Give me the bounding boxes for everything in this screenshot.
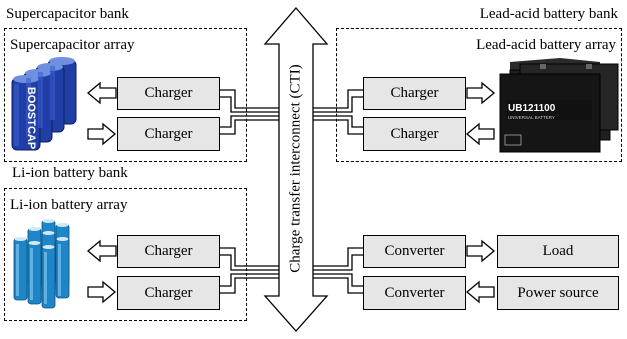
right-connectors <box>313 89 363 294</box>
charger-label: Charger <box>390 125 439 142</box>
charger-label: Charger <box>390 85 439 101</box>
cti-label: Charge transfer interconnect (CTI) <box>287 64 304 273</box>
supercapacitor-bank-title: Supercapacitor bank <box>6 6 129 22</box>
converter-load: Converter <box>363 235 466 268</box>
supercapacitor-bank-frame <box>4 28 247 162</box>
li-ion-bank-title: Li-ion battery bank <box>12 165 128 181</box>
charger-label: Charger <box>144 125 193 142</box>
charger-label: Charger <box>144 284 193 301</box>
converter-source: Converter <box>363 276 466 310</box>
power-source-box: Power source <box>497 276 619 310</box>
converter-label: Converter <box>384 284 445 301</box>
leadacid-charger-2: Charger <box>363 117 466 151</box>
lead-acid-bank-title: Lead-acid battery bank <box>479 6 618 22</box>
liion-charger-1: Charger <box>117 235 220 268</box>
charger-label: Charger <box>144 85 193 101</box>
li-ion-bank-frame <box>4 188 247 321</box>
supercap-charger-2: Charger <box>117 117 220 151</box>
lead-acid-brand-text: UNIVERSAL BATTERY <box>508 115 555 120</box>
lead-acid-image: UB121100 UNIVERSAL BATTERY <box>499 58 619 153</box>
supercapacitor-array-label: Supercapacitor array <box>10 37 135 53</box>
leadacid-charger-1: Charger <box>363 77 466 110</box>
supercap-charger-1: Charger <box>117 77 220 110</box>
lead-acid-array-label: Lead-acid battery array <box>476 37 616 53</box>
converter-label: Converter <box>384 243 445 259</box>
li-ion-image <box>13 219 70 309</box>
supercapacitor-image: BOOSTCAP <box>11 57 77 151</box>
lead-acid-model-text: UB121100 <box>508 103 556 114</box>
cti-arrow <box>263 7 329 332</box>
liion-charger-2: Charger <box>117 276 220 310</box>
left-connectors <box>220 89 279 294</box>
power-source-label: Power source <box>517 284 599 301</box>
charger-label: Charger <box>144 243 193 259</box>
load-box: Load <box>497 235 619 268</box>
supercap-brand-text: BOOSTCAP <box>25 87 37 149</box>
lead-acid-bank-frame <box>336 28 622 162</box>
block-arrows <box>86 81 496 304</box>
li-ion-array-label: Li-ion battery array <box>10 197 128 213</box>
load-label: Load <box>542 243 574 259</box>
